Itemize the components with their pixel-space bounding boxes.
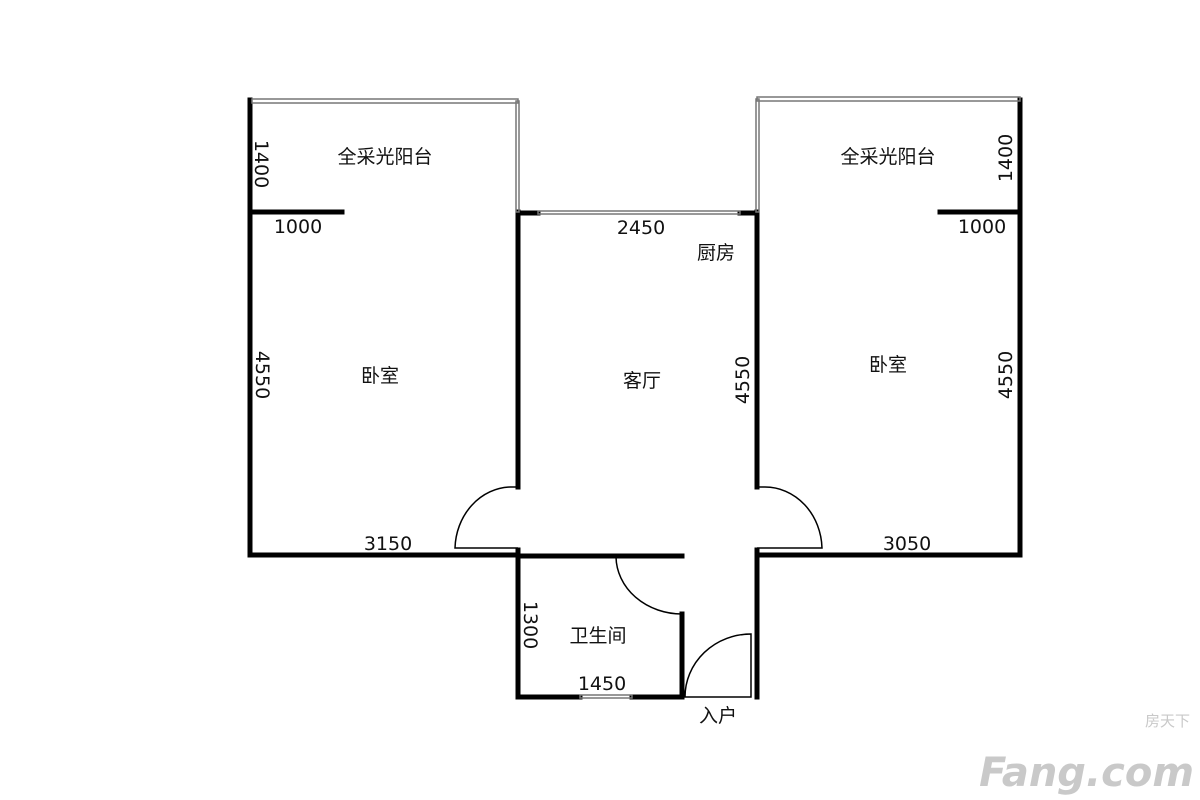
doors (454, 486, 823, 698)
dim-bedroom-left-width: 3150 (364, 533, 412, 555)
dim-bedroom-right-width: 3050 (883, 533, 931, 555)
dim-bathroom-depth: 1300 (519, 601, 541, 649)
room-label-bathroom: 卫生间 (569, 625, 626, 647)
room-label-bedroom-left: 卧室 (361, 365, 399, 387)
watermark-logo: Fang.com (979, 750, 1194, 796)
entry-door (682, 633, 752, 698)
dim-bedroom-right-depth: 4550 (995, 351, 1017, 399)
room-label-bedroom-right: 卧室 (869, 354, 907, 376)
dim-bedroom-left-depth: 4550 (251, 351, 273, 399)
dim-bathroom-width: 1450 (578, 673, 626, 695)
walls (247, 97, 1023, 700)
dim-living-width: 2450 (617, 217, 665, 239)
watermark-chinese: 房天下 (1145, 712, 1190, 730)
room-label-entrance: 入户 (699, 705, 737, 727)
dim-living-depth: 4550 (732, 356, 754, 404)
bedroom-left-door (454, 486, 518, 549)
dim-balcony-right-stub: 1000 (958, 216, 1006, 238)
room-label-balcony-right: 全采光阳台 (840, 146, 935, 168)
room-label-living: 客厅 (623, 370, 661, 392)
bathroom-door (615, 556, 683, 615)
room-label-balcony-left: 全采光阳台 (337, 146, 432, 168)
dim-balcony-left-stub: 1000 (274, 216, 322, 238)
bedroom-right-door (757, 486, 823, 549)
room-label-kitchen: 厨房 (697, 242, 735, 264)
windows (251, 96, 1021, 699)
dim-balcony-right-depth: 1400 (995, 134, 1017, 182)
dim-balcony-left-depth: 1400 (250, 140, 272, 188)
